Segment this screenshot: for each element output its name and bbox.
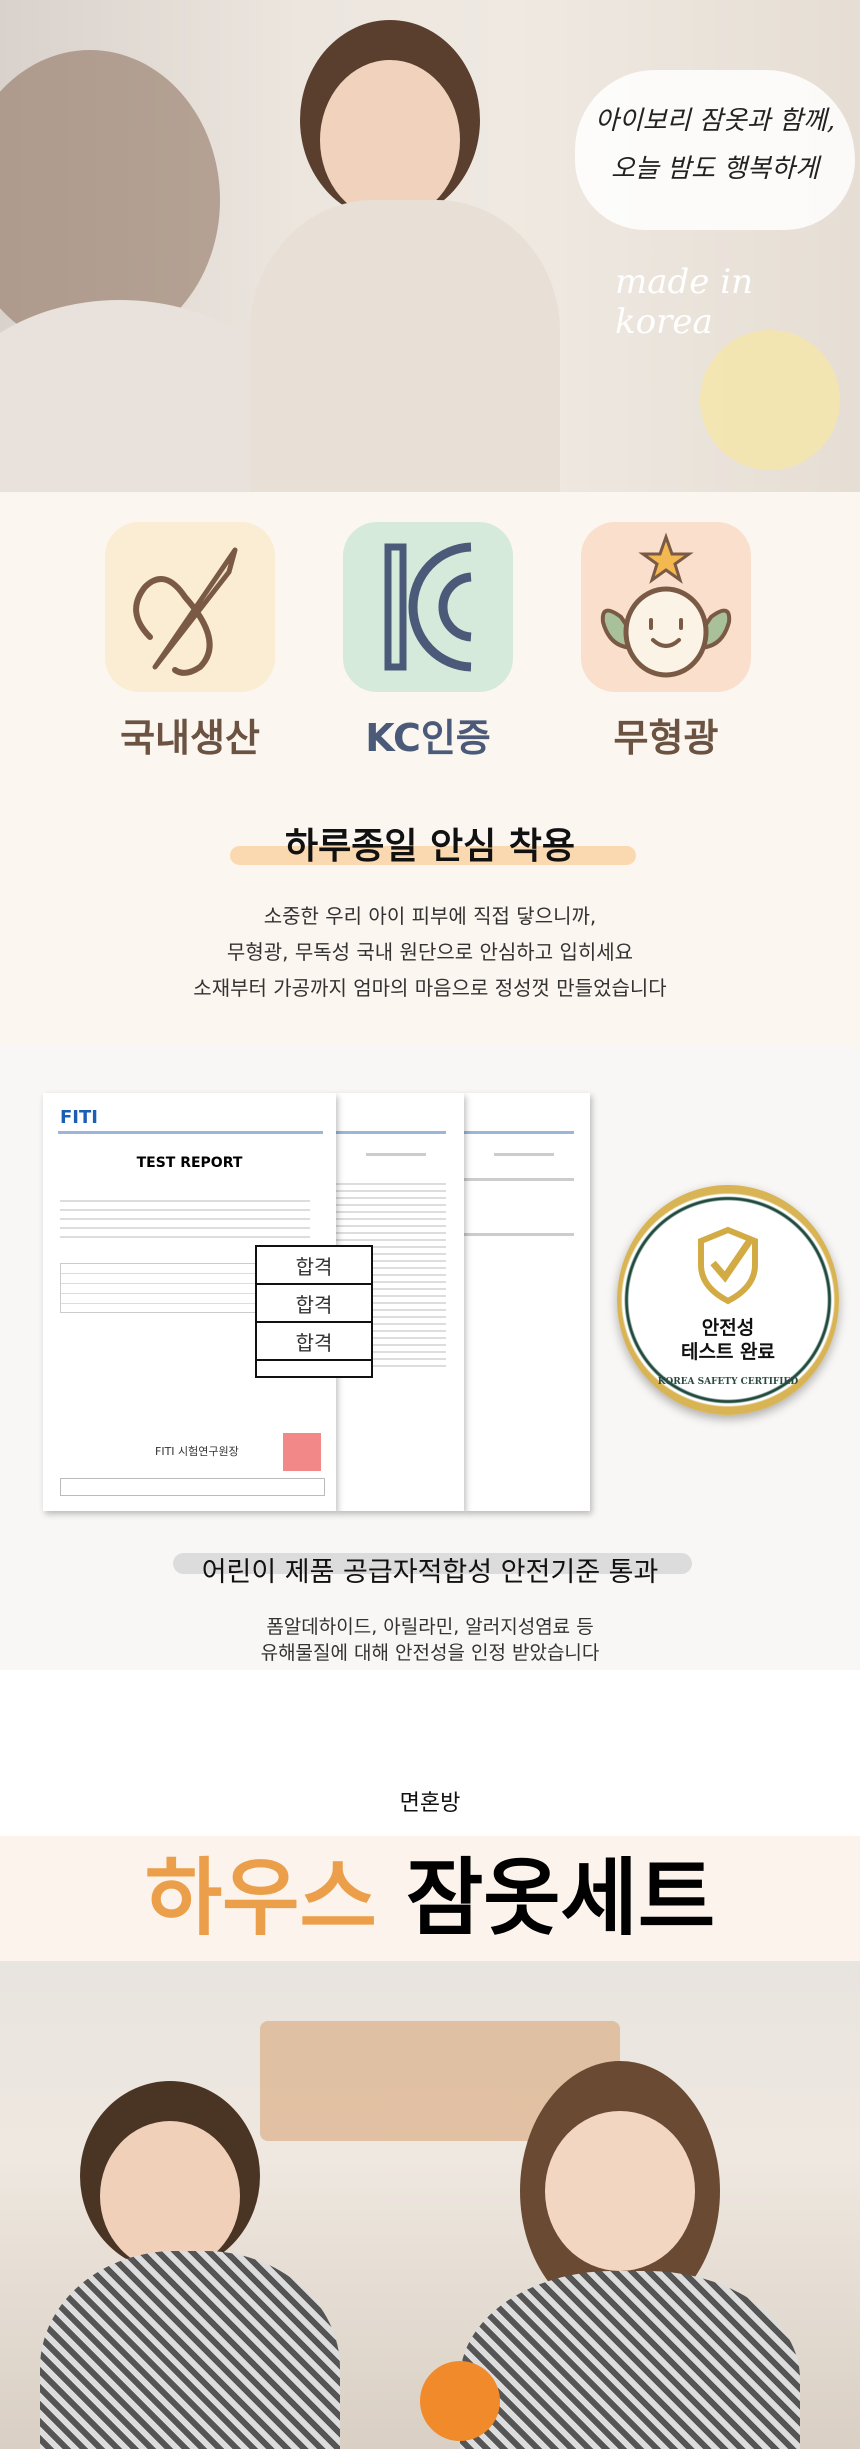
badge-ring-text: KOREA SAFETY CERTIFIED xyxy=(657,1377,799,1387)
body-line: 무형광, 무독성 국내 원단으로 안심하고 입히세요 xyxy=(226,940,634,964)
body-line: 유해물질에 대해 안전성을 인정 받았습니다 xyxy=(260,1642,600,1664)
heading-highlight xyxy=(230,846,636,865)
kc-mark-icon xyxy=(343,522,513,692)
feature-label-domestic: 국내생산 xyxy=(120,716,260,760)
report-issuer: FITI 시험연구원장 xyxy=(155,1445,239,1458)
product-photo xyxy=(0,1961,860,2449)
result-pass: 합격 xyxy=(257,1325,371,1361)
badge-line-1: 안전성 xyxy=(701,1317,755,1339)
body-line: 소중한 우리 아이 피부에 직접 닿으니까, xyxy=(263,904,597,928)
safety-certified-badge: 안전성 테스트 완료 KOREA SAFETY CERTIFIED xyxy=(617,1185,839,1415)
heading-highlight xyxy=(173,1553,692,1574)
section-heading: 하루종일 안심 착용 xyxy=(284,826,576,867)
smiley-sprout-icon xyxy=(581,522,751,692)
result-pass: 합격 xyxy=(257,1249,371,1285)
body-line: 소재부터 가공까지 엄마의 마음으로 정성껏 만들었습니다 xyxy=(193,976,667,1000)
bubble-line-2: 오늘 밤도 행복하게 xyxy=(611,154,819,184)
speech-bubble: 아이보리 잠옷과 함께, 오늘 밤도 행복하게 xyxy=(575,70,855,230)
pass-results-box: 합격 합격 합격 xyxy=(255,1245,373,1378)
official-seal xyxy=(283,1433,321,1471)
body-line: 폼알데하이드, 아릴라민, 알러지성염료 등 xyxy=(266,1616,594,1638)
brand-label: 면혼방 xyxy=(399,1791,461,1816)
bubble-line-1: 아이보리 잠옷과 함께, xyxy=(594,106,836,136)
made-in-korea-text: made in korea xyxy=(615,262,753,342)
result-pass: 합격 xyxy=(257,1287,371,1323)
hero-photo: 아이보리 잠옷과 함께, 오늘 밤도 행복하게 made in korea xyxy=(0,0,860,492)
title-rest: 잠옷세트 xyxy=(405,1849,716,1947)
title-accent: 하우스 xyxy=(144,1849,377,1947)
feature-label-kc: KC인증 xyxy=(365,716,491,760)
certification-heading: 어린이 제품 공급자적합성 안전기준 통과 xyxy=(201,1557,659,1588)
needle-thread-icon xyxy=(105,522,275,692)
fiti-logo: FITI xyxy=(60,1107,98,1128)
report-title: TEST REPORT xyxy=(136,1155,243,1171)
badge-line-2: 테스트 완료 xyxy=(680,1341,775,1363)
report-page-3 xyxy=(464,1093,590,1511)
shield-check-icon xyxy=(698,1226,758,1305)
features-section: 국내생산 KC인증 무형광 하루종일 안심 착용 소중한 우리 아이 피부에 직… xyxy=(0,492,860,1045)
feature-label-non-fluorescent: 무형광 xyxy=(613,716,719,760)
product-title: 하우스 잠옷세트 xyxy=(0,1836,860,1961)
